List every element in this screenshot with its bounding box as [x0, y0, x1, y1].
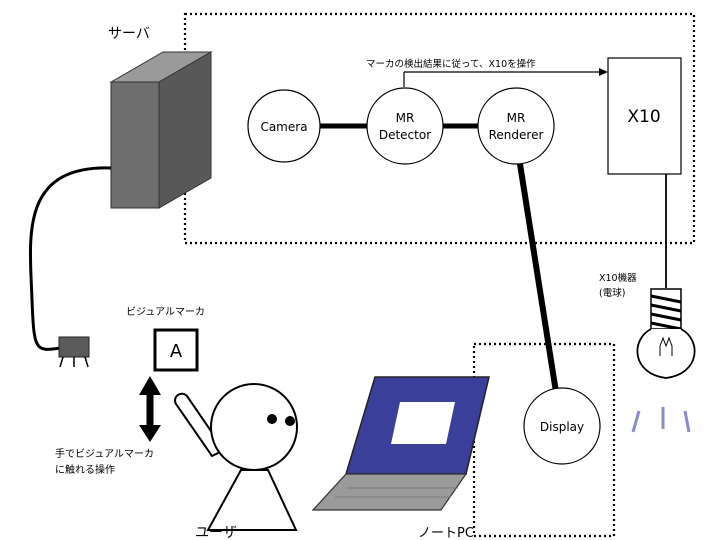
- camera-node-label: Camera: [260, 120, 307, 134]
- camera-device-icon: [58, 336, 90, 368]
- light-bulb-icon: [636, 288, 696, 379]
- renderer-display-link: [517, 163, 559, 393]
- hand-action-label-line2: に触れる操作: [55, 463, 115, 476]
- laptop-icon: [311, 376, 490, 511]
- visual-marker-letter: A: [170, 341, 183, 362]
- control-arrow: [403, 68, 608, 87]
- notebook-pc-label: ノートPC: [418, 526, 474, 540]
- display-node-label: Display: [540, 420, 584, 434]
- mr-detector-label-line1: MR: [396, 111, 415, 125]
- x10-device-label-line1: X10機器: [599, 272, 637, 284]
- user-figure: [174, 383, 298, 531]
- mr-renderer-node: [477, 87, 555, 165]
- x10-label: X10: [627, 107, 660, 127]
- user-label: ユーザ: [195, 525, 237, 540]
- visual-marker-label: ビジュアルマーカ: [126, 306, 205, 318]
- server-icon: [109, 51, 213, 209]
- mr-renderer-label-line1: MR: [507, 111, 526, 125]
- mr-detector-node: [366, 87, 444, 165]
- mr-renderer-label-line2: Renderer: [489, 128, 544, 142]
- camera-node: [247, 89, 321, 163]
- light-rays: [631, 407, 691, 433]
- mr-detector-label-line2: Detector: [379, 128, 431, 142]
- display-node: [523, 387, 601, 465]
- notebook-boundary-box: [472, 342, 616, 538]
- double-arrow-icon: [139, 376, 161, 442]
- server-label: サーバ: [108, 26, 150, 42]
- hand-action-label-line1: 手でビジュアルマーカ: [55, 447, 154, 460]
- x10-device-label-line2: (電球): [599, 287, 625, 299]
- camera-cable: [28, 166, 112, 351]
- x10-controller-box: [607, 57, 682, 175]
- visual-marker-box: [153, 328, 199, 372]
- control-arrow-note: マーカの検出結果に従って、X10を操作: [366, 58, 536, 70]
